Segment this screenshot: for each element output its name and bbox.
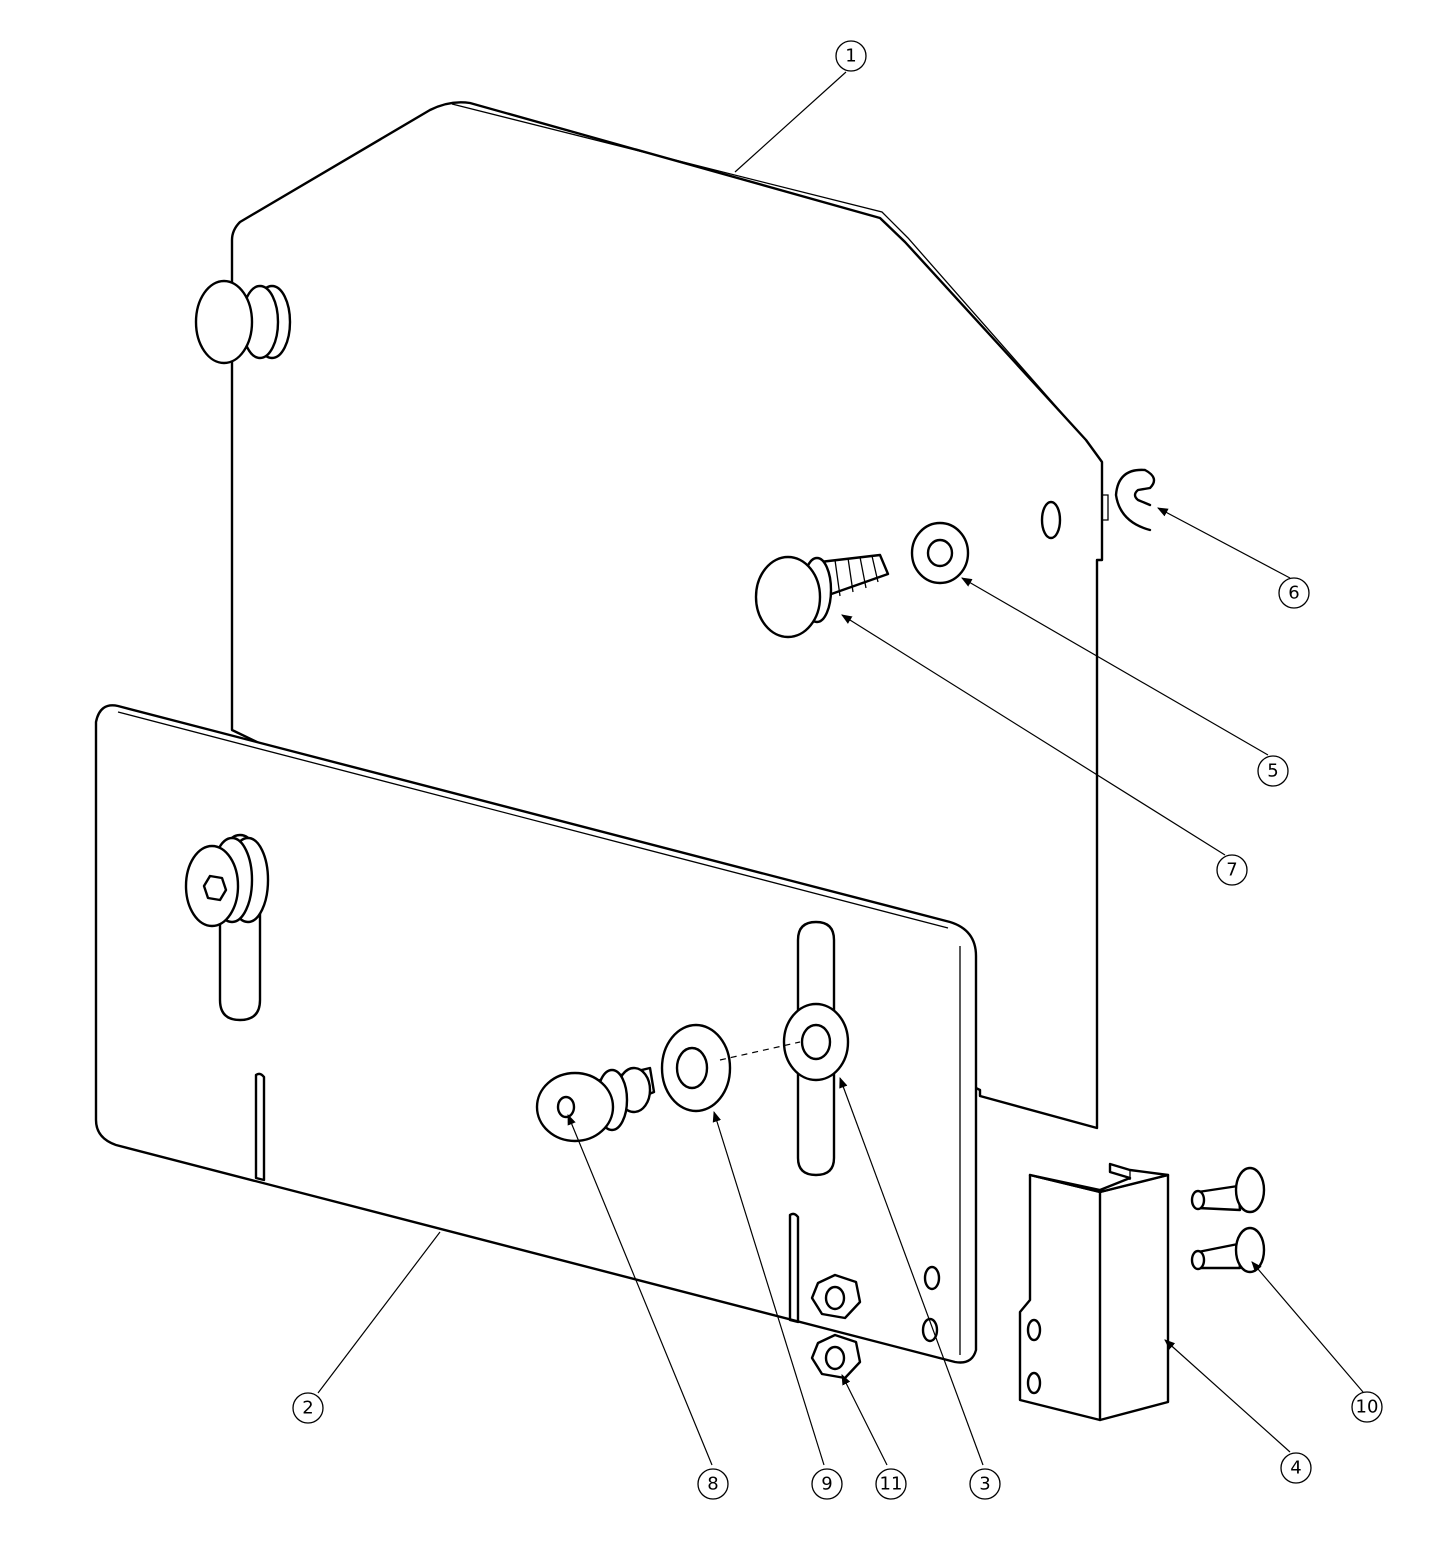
callout-4: 4 (1280, 1452, 1312, 1484)
svg-text:2: 2 (302, 1398, 313, 1419)
svg-text:4: 4 (1290, 1458, 1301, 1479)
part-10-screw-lower (1190, 1226, 1266, 1274)
part-1-back-plate (230, 101, 1109, 1130)
svg-text:8: 8 (707, 1474, 718, 1495)
callout-6: 6 (1278, 577, 1310, 609)
part-3-washer (782, 1002, 850, 1082)
callout-9: 9 (811, 1468, 843, 1500)
leader-lines (317, 71, 1364, 1466)
part-6-e-clip (1114, 468, 1156, 532)
callout-1: 1 (835, 40, 867, 72)
thumb-knob-top (194, 279, 292, 365)
callout-5: 5 (1257, 755, 1289, 787)
shoulder-bolt-left-slot (184, 836, 270, 928)
callout-7: 7 (1216, 854, 1248, 886)
svg-text:7: 7 (1226, 860, 1237, 881)
svg-text:10: 10 (1356, 1397, 1379, 1418)
part-2-front-plate (94, 704, 978, 1364)
svg-text:9: 9 (821, 1474, 832, 1495)
part-11-nut-upper (810, 1273, 862, 1320)
part-4-u-bracket (1018, 1162, 1170, 1422)
part-10-screw-upper (1190, 1166, 1266, 1214)
callout-3: 3 (969, 1468, 1001, 1500)
part-8-shoulder-bolt (535, 1066, 656, 1143)
svg-text:11: 11 (880, 1474, 903, 1495)
part-9-washer (660, 1023, 732, 1113)
callout-11: 11 (875, 1468, 907, 1500)
callout-10: 10 (1351, 1391, 1383, 1423)
svg-text:3: 3 (979, 1474, 990, 1495)
part-7-thumb-screw (754, 553, 890, 639)
callout-2: 2 (292, 1392, 324, 1424)
assembly-axis-line (719, 1041, 801, 1061)
svg-text:1: 1 (845, 46, 856, 67)
svg-text:5: 5 (1267, 761, 1278, 782)
part-5-washer (910, 521, 970, 585)
callout-8: 8 (697, 1468, 729, 1500)
part-11-nut-lower (810, 1333, 862, 1380)
svg-text:6: 6 (1288, 583, 1299, 604)
